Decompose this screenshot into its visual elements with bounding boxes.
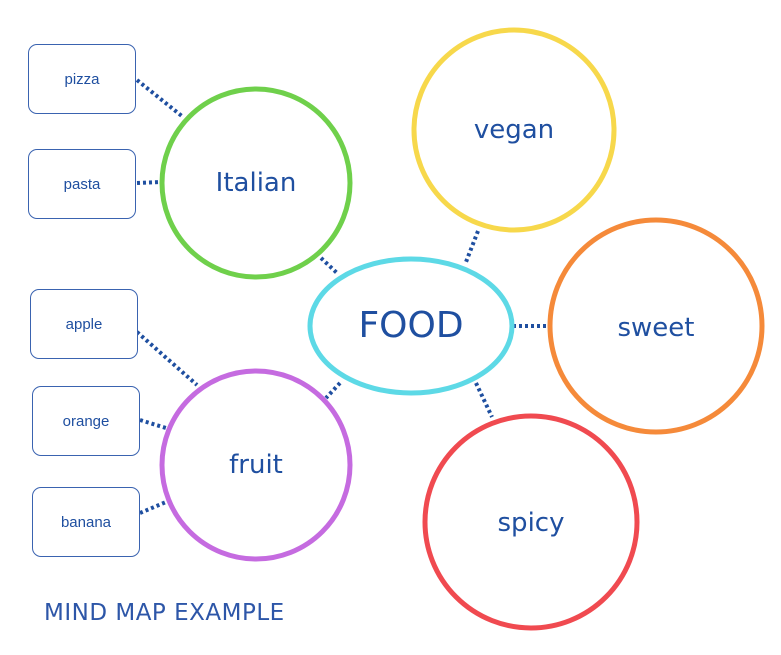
connector-pasta-italian [136,180,162,185]
leaf-apple: apple [30,289,138,359]
leaf-orange: orange [32,386,140,456]
connector-banana-fruit [139,500,167,515]
connector-pizza-italian [135,78,185,119]
leaf-banana: banana [32,487,140,557]
connector-vegan-food [464,230,480,263]
connector-food-fruit [324,381,342,400]
sweet-circle [547,217,765,435]
leaf-pasta: pasta [28,149,136,219]
connector-orange-fruit [139,418,167,430]
connector-apple-fruit [135,330,199,387]
spicy-circle [422,413,640,631]
fruit-label: fruit [229,450,283,480]
leaf-pasta-label: pasta [63,175,101,193]
sweet-label: sweet [617,313,695,343]
vegan-label: vegan [473,115,555,145]
leaf-banana-label: banana [60,513,112,531]
italian-label: Italian [215,168,297,198]
leaf-pizza-label: pizza [64,70,100,88]
diagram-caption: MIND MAP EXAMPLE [44,600,285,626]
food-center-label: FOOD [358,304,464,346]
leaf-apple-label: apple [65,315,103,333]
connector-food-spicy [474,382,494,418]
italian-circle [159,86,353,280]
leaf-pizza: pizza [28,44,136,114]
spicy-label: spicy [497,508,565,538]
leaf-orange-label: orange [62,412,110,430]
vegan-circle [411,27,617,233]
connector-italian-food [319,256,339,275]
fruit-circle [159,368,353,562]
food-center-ellipse [307,256,515,396]
